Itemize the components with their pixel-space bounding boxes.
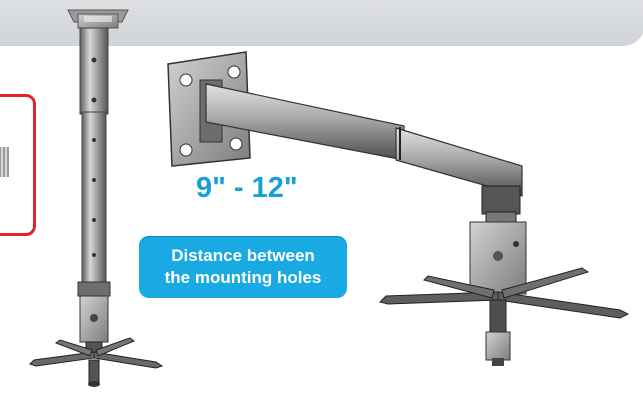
spring-detail [0,147,9,177]
badge-line-1: Distance between [171,246,315,265]
mounting-holes-badge: Distance between the mounting holes [139,236,347,298]
badge-line-2: the mounting holes [164,268,322,287]
ceiling-projector-mount-image [29,9,164,387]
red-detail-callout [0,94,36,236]
dimension-label: 9" - 12" [196,172,298,204]
wall-projector-mount-image [167,51,630,366]
